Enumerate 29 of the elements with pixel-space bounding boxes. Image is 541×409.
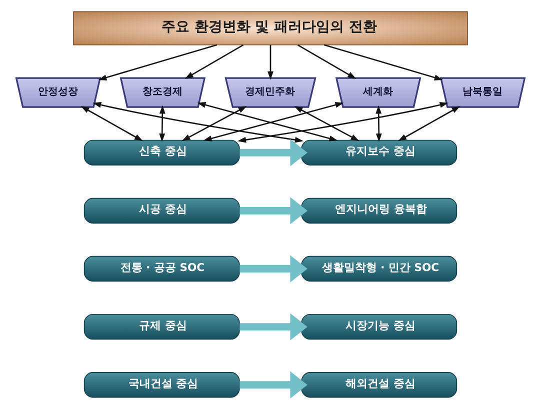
node-box: 해외건설 중심: [301, 372, 458, 398]
arrow: [376, 105, 382, 142]
arrow: [80, 106, 143, 142]
node-box: 유지보수 중심: [301, 140, 458, 166]
arrow: [98, 44, 218, 80]
arrow: [240, 371, 308, 398]
arrow: [159, 105, 166, 142]
arrow: [240, 313, 308, 340]
node-box: 시공 중심: [84, 198, 240, 224]
arrow: [268, 44, 274, 80]
node-box: 생활밀착형 · 민간 SOC: [301, 256, 458, 282]
arrow: [294, 106, 360, 142]
node-box: 규제 중심: [84, 314, 240, 340]
arrow: [240, 139, 308, 166]
arrow: [182, 106, 247, 142]
node-box: 전통 · 공공 SOC: [84, 256, 240, 282]
arrow: [238, 102, 448, 143]
arrow: [184, 44, 244, 79]
node-box: 시장기능 중심: [301, 314, 458, 340]
arrow: [92, 102, 304, 143]
arrow: [240, 255, 308, 282]
node-box: 신축 중심: [84, 140, 240, 166]
node-box: 엔지니어링 융복합: [301, 198, 458, 224]
arrow: [324, 44, 443, 80]
arrow: [297, 44, 356, 79]
node-box: 주요 환경변화 및 패러다임의 전환: [73, 11, 468, 46]
arrow: [398, 106, 460, 142]
arrow: [240, 197, 308, 224]
node-box: 국내건설 중심: [84, 372, 240, 398]
